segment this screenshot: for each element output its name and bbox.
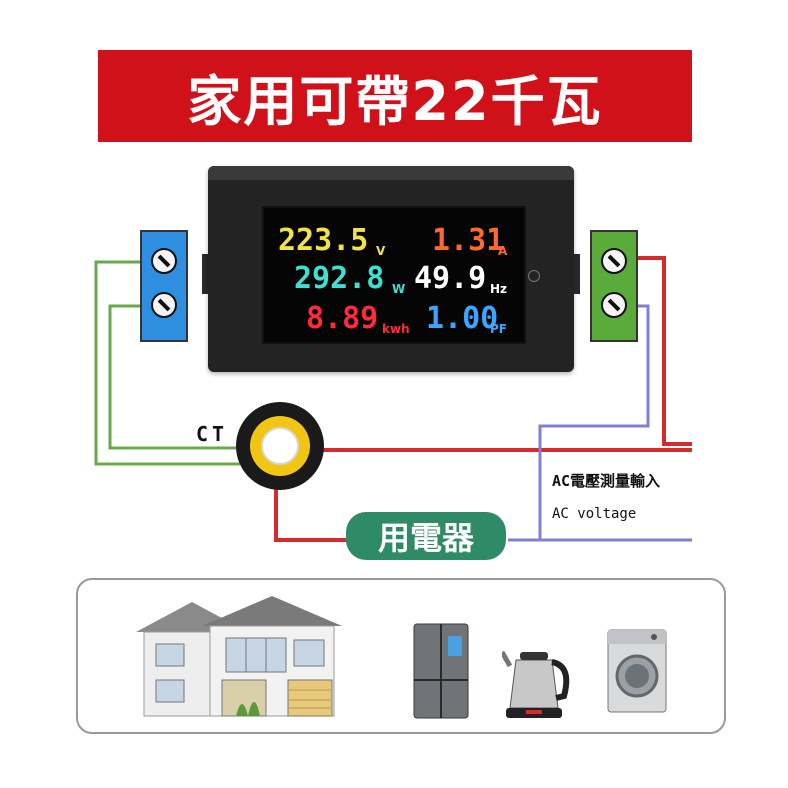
banner-title: 家用可帶22千瓦 [187, 69, 603, 133]
energy-unit: kwh [382, 322, 410, 336]
appliance-panel [76, 578, 726, 734]
kettle-icon [502, 650, 570, 718]
washing-machine-icon [607, 629, 667, 713]
meter-display: 223.5 V 1.31 A 292.8 W 49.9 Hz 8.89 kwh … [262, 206, 526, 344]
power-unit: W [392, 282, 406, 296]
red-wire-main [636, 256, 692, 446]
meter-side-clip-left [202, 254, 210, 294]
appliance-badge: 用電器 [346, 512, 506, 560]
meter-button[interactable] [528, 270, 540, 282]
current-unit: A [498, 244, 508, 258]
voltage-value: 223.5 [278, 223, 369, 258]
energy-value: 8.89 [306, 301, 379, 336]
voltage-unit: V [376, 244, 386, 258]
ct-label: CT [196, 422, 229, 446]
title-banner: 家用可帶22千瓦 [98, 50, 692, 142]
red-wire-to-appliance [274, 488, 350, 542]
right-terminal-block [590, 230, 638, 342]
appliance-label: 用電器 [377, 519, 474, 557]
frequency-value: 49.9 [414, 261, 487, 296]
house-icon [136, 596, 342, 717]
screw-icon [151, 292, 177, 318]
power-factor-unit: PF [490, 322, 507, 336]
meter-bezel [208, 166, 574, 180]
meter-side-clip-right [572, 254, 580, 294]
power-meter: 223.5 V 1.31 A 292.8 W 49.9 Hz 8.89 kwh … [208, 166, 574, 372]
power-factor-value: 1.00 [426, 301, 499, 336]
left-terminal-block [140, 230, 188, 342]
green-wire-inner [108, 304, 236, 450]
current-value: 1.31 [432, 223, 505, 258]
refrigerator-icon [413, 623, 469, 719]
green-wire-outer [94, 260, 240, 466]
ac-voltage-label: AC voltage [552, 506, 637, 522]
screw-icon [601, 248, 627, 274]
ac-input-label: AC電壓測量輸入 [552, 472, 661, 490]
ct-sensor-icon [236, 402, 324, 490]
frequency-unit: Hz [490, 282, 508, 296]
screw-icon [151, 248, 177, 274]
screw-icon [601, 292, 627, 318]
power-value: 292.8 [294, 261, 385, 296]
